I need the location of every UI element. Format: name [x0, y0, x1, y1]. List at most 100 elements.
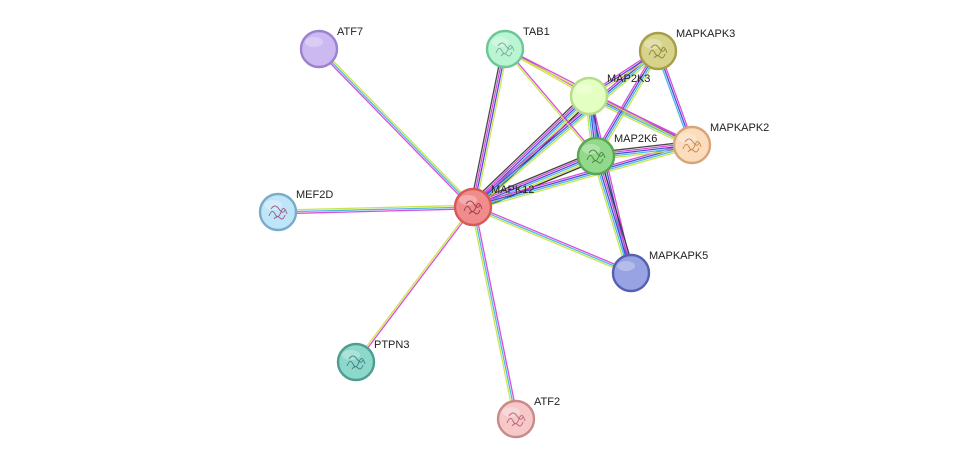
- edge-line: [597, 155, 634, 273]
- edge-line: [472, 49, 658, 207]
- structure-icon: [495, 42, 515, 57]
- edge-mapk12-mef2d: [277, 204, 474, 215]
- edge-tab1-map2k6: [503, 47, 598, 158]
- edge-line: [278, 208, 474, 215]
- edge-mapk12-tab1: [469, 48, 509, 208]
- structure-icon: [346, 355, 366, 370]
- node-mapkapk3[interactable]: MAPKAPK3: [638, 28, 735, 71]
- node-atf2[interactable]: ATF2: [496, 396, 560, 439]
- node-highlight: [582, 144, 600, 154]
- node-circle[interactable]: [453, 187, 493, 227]
- node-circle[interactable]: [611, 253, 651, 293]
- node-mapkapk5[interactable]: MAPKAPK5: [611, 250, 708, 293]
- node-label: MAPKAPK5: [649, 250, 708, 262]
- edge-line: [319, 47, 475, 207]
- edge-line: [473, 145, 693, 209]
- node-circle[interactable]: [299, 29, 339, 69]
- node-highlight: [678, 133, 696, 143]
- node-highlight: [575, 84, 593, 94]
- edge-mapk12-ptpn3: [354, 206, 475, 363]
- node-mef2d[interactable]: MEF2D: [258, 189, 333, 232]
- edge-line: [472, 206, 517, 420]
- node-map2k6[interactable]: MAP2K6: [576, 133, 657, 176]
- node-label: ATF2: [534, 396, 560, 408]
- node-highlight: [502, 407, 520, 417]
- edge-line: [471, 48, 505, 207]
- structure-icon: [506, 412, 526, 427]
- edge-line: [474, 52, 661, 210]
- node-label: MAP2K3: [607, 73, 650, 85]
- edge-map2k6-mapkapk3: [593, 49, 661, 158]
- node-circle[interactable]: [638, 31, 678, 71]
- node-label: MAPKAPK2: [710, 122, 769, 134]
- edge-line: [474, 206, 519, 419]
- edge-line: [473, 51, 659, 209]
- node-highlight: [459, 195, 477, 205]
- edge-line: [473, 157, 598, 211]
- node-label: ATF7: [337, 26, 363, 38]
- node-mapk12[interactable]: MAPK12: [453, 184, 534, 227]
- edge-mapk12-mapkapk3: [470, 48, 661, 210]
- node-circle[interactable]: [258, 192, 298, 232]
- edge-line: [470, 93, 588, 206]
- node-ptpn3[interactable]: PTPN3: [336, 339, 409, 382]
- edge-map2k6-mapkapk5: [591, 154, 636, 275]
- structure-icon: [586, 149, 606, 164]
- edge-line: [469, 92, 587, 205]
- edge-line: [277, 204, 473, 211]
- edge-line: [473, 204, 632, 272]
- edge-line: [473, 146, 693, 211]
- edge-line: [356, 207, 475, 363]
- edge-line: [472, 206, 632, 274]
- edge-line: [475, 49, 509, 208]
- structure-icon: [648, 44, 668, 59]
- node-label: MAP2K6: [614, 133, 657, 145]
- node-map2k3[interactable]: MAP2K3: [569, 73, 650, 116]
- edge-line: [593, 49, 657, 155]
- edge-mapk12-mapkapk5: [472, 204, 632, 276]
- node-label: MEF2D: [296, 189, 333, 201]
- node-circle[interactable]: [496, 399, 536, 439]
- edge-line: [471, 152, 596, 206]
- node-label: MAPK12: [491, 184, 534, 196]
- node-label: PTPN3: [374, 339, 409, 351]
- edge-line: [598, 154, 636, 273]
- node-label: TAB1: [523, 26, 550, 38]
- edge-line: [473, 156, 597, 209]
- edge-line: [470, 207, 515, 420]
- edge-line: [595, 155, 632, 274]
- node-layer: MAPK12 ATF7 TAB1 MAPKAPK3MAP2K3MAPKAPK2MAP2…: [258, 26, 769, 439]
- edge-line: [593, 156, 630, 274]
- edge-line: [503, 49, 596, 158]
- edge-line: [597, 52, 661, 158]
- edge-line: [469, 48, 503, 207]
- edge-line: [591, 156, 629, 275]
- edge-line: [505, 47, 598, 156]
- edge-line: [318, 48, 474, 208]
- edge-line: [317, 49, 473, 209]
- node-circle[interactable]: [672, 125, 712, 165]
- node-mapkapk2[interactable]: MAPKAPK2: [672, 122, 769, 165]
- edge-line: [354, 206, 473, 362]
- node-highlight: [342, 350, 360, 360]
- node-label: MAPKAPK3: [676, 28, 735, 40]
- node-highlight: [644, 39, 662, 49]
- node-highlight: [491, 37, 509, 47]
- node-circle[interactable]: [569, 76, 609, 116]
- node-highlight: [617, 261, 635, 271]
- edge-line: [473, 49, 507, 208]
- edge-mapk12-atf2: [470, 206, 519, 420]
- node-atf7[interactable]: ATF7: [299, 26, 363, 69]
- node-tab1[interactable]: TAB1: [485, 26, 550, 69]
- node-circle[interactable]: [485, 29, 525, 69]
- node-highlight: [305, 37, 323, 47]
- node-circle[interactable]: [576, 136, 616, 176]
- edge-line: [594, 50, 658, 156]
- edge-mapk12-mapkapk2: [472, 141, 693, 211]
- edge-line: [472, 154, 596, 207]
- node-circle[interactable]: [336, 342, 376, 382]
- structure-icon: [463, 200, 483, 215]
- edge-line: [472, 143, 692, 207]
- edge-mapk12-atf7: [317, 47, 475, 209]
